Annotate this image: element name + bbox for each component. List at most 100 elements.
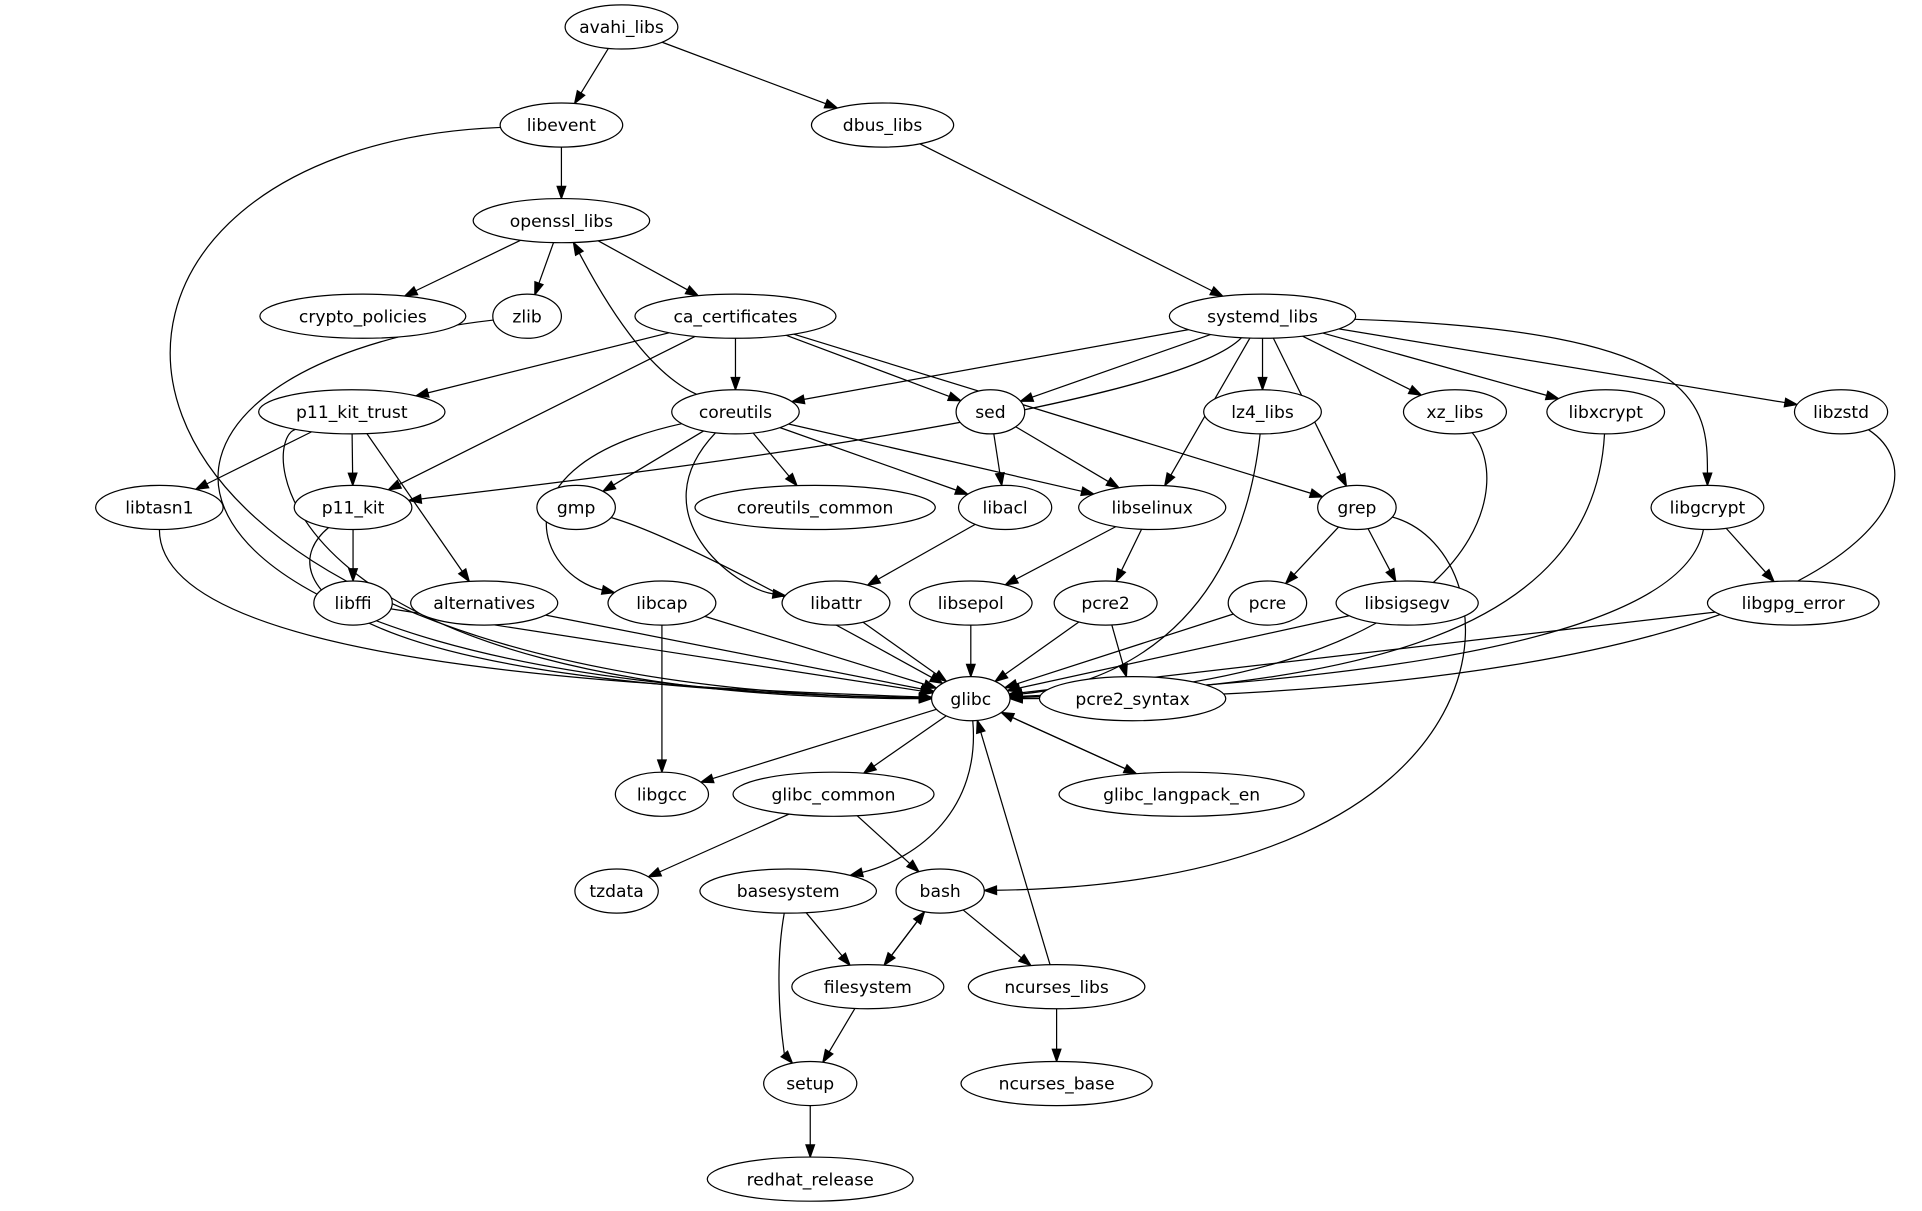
node-openssl_libs[interactable]: openssl_libs bbox=[472, 197, 651, 244]
edge-p11_kit_trust-to-p11_kit bbox=[351, 433, 354, 474]
node-label: libattr bbox=[810, 594, 862, 614]
node-pcre[interactable]: pcre bbox=[1227, 580, 1308, 626]
node-shape bbox=[607, 580, 717, 626]
edge-p11_kit_trust-to-alternatives bbox=[366, 433, 463, 572]
node-bash[interactable]: bash bbox=[895, 868, 985, 914]
node-libffi[interactable]: libffi bbox=[313, 580, 393, 626]
edge-libselinux-to-libsepol bbox=[1015, 526, 1117, 580]
node-shape bbox=[313, 580, 393, 626]
node-sed[interactable]: sed bbox=[955, 389, 1026, 435]
edge-glibc-to-glibc_common bbox=[873, 715, 947, 767]
arrowhead-icon bbox=[1051, 1048, 1062, 1064]
node-label: ncurses_libs bbox=[1004, 978, 1109, 998]
node-ca_certificates[interactable]: ca_certificates bbox=[634, 293, 837, 339]
arrowhead-icon bbox=[573, 89, 586, 106]
node-libzstd[interactable]: libzstd bbox=[1793, 389, 1889, 435]
node-coreutils[interactable]: coreutils bbox=[671, 389, 800, 435]
arrowhead-icon bbox=[965, 663, 976, 679]
node-shape bbox=[564, 4, 679, 50]
node-xz_libs[interactable]: xz_libs bbox=[1402, 389, 1508, 435]
node-coreutils_common[interactable]: coreutils_common bbox=[694, 484, 936, 531]
node-libevent[interactable]: libevent bbox=[499, 102, 624, 148]
node-libsigsegv[interactable]: libsigsegv bbox=[1335, 580, 1479, 626]
edges bbox=[158, 41, 1896, 1159]
edge-pcre2-to-glibc bbox=[1004, 621, 1080, 675]
arrowhead-icon bbox=[1761, 568, 1776, 583]
node-basesystem[interactable]: basesystem bbox=[699, 868, 878, 914]
node-libacl[interactable]: libacl bbox=[957, 484, 1053, 531]
edge-basesystem-to-filesystem bbox=[805, 912, 843, 957]
edge-openssl_libs-to-zlib bbox=[538, 242, 555, 284]
node-dbus_libs[interactable]: dbus_libs bbox=[810, 102, 955, 148]
node-libattr[interactable]: libattr bbox=[781, 580, 891, 626]
edge-coreutils-to-openssl_libs bbox=[578, 252, 697, 395]
arrowhead-icon bbox=[918, 692, 934, 703]
node-libselinux[interactable]: libselinux bbox=[1078, 484, 1227, 531]
edge-sed-to-libselinux bbox=[1015, 426, 1109, 483]
node-glibc_common[interactable]: glibc_common bbox=[732, 771, 935, 817]
node-shape bbox=[1546, 389, 1666, 435]
node-libcap[interactable]: libcap bbox=[607, 580, 717, 626]
node-shape bbox=[930, 675, 1011, 722]
edge-ca_certificates-to-grep bbox=[793, 333, 1311, 494]
node-shape bbox=[410, 580, 559, 626]
arrowhead-icon bbox=[1308, 488, 1325, 498]
node-label: libacl bbox=[983, 499, 1028, 519]
node-libsepol[interactable]: libsepol bbox=[908, 580, 1033, 626]
node-libgcrypt[interactable]: libgcrypt bbox=[1650, 484, 1765, 531]
edge-systemd_libs-to-sed bbox=[1031, 333, 1211, 398]
node-pcre2_syntax[interactable]: pcre2_syntax bbox=[1038, 675, 1227, 722]
node-label: setup bbox=[786, 1075, 834, 1095]
node-zlib[interactable]: zlib bbox=[492, 293, 563, 339]
edge-ca_certificates-to-sed bbox=[786, 334, 950, 397]
node-pcre2[interactable]: pcre2 bbox=[1053, 580, 1158, 626]
node-label: gmp bbox=[557, 499, 595, 519]
node-tzdata[interactable]: tzdata bbox=[574, 868, 659, 914]
edge-gmp-to-glibc bbox=[610, 516, 933, 679]
node-p11_kit[interactable]: p11_kit bbox=[293, 484, 413, 531]
node-glibc[interactable]: glibc bbox=[930, 675, 1011, 722]
node-shape bbox=[1317, 484, 1397, 531]
edge-coreutils-to-libacl bbox=[779, 427, 957, 491]
node-label: coreutils_common bbox=[737, 499, 893, 519]
node-label: ncurses_base bbox=[999, 1075, 1115, 1095]
node-glibc_langpack_en[interactable]: glibc_langpack_en bbox=[1058, 771, 1305, 817]
node-libtasn1[interactable]: libtasn1 bbox=[95, 484, 224, 531]
node-grep[interactable]: grep bbox=[1317, 484, 1397, 531]
node-filesystem[interactable]: filesystem bbox=[791, 964, 945, 1010]
node-systemd_libs[interactable]: systemd_libs bbox=[1168, 293, 1357, 339]
arrowhead-icon bbox=[699, 773, 715, 784]
node-alternatives[interactable]: alternatives bbox=[410, 580, 559, 626]
arrowhead-icon bbox=[837, 952, 852, 967]
edge-lz4_libs-to-glibc bbox=[1021, 433, 1261, 695]
node-ncurses_libs[interactable]: ncurses_libs bbox=[967, 964, 1146, 1010]
arrowhead-icon bbox=[1115, 567, 1127, 584]
node-setup[interactable]: setup bbox=[763, 1060, 858, 1107]
arrowhead-icon bbox=[1284, 570, 1299, 585]
node-shape bbox=[699, 868, 878, 914]
node-crypto_policies[interactable]: crypto_policies bbox=[259, 293, 467, 339]
node-p11_kit_trust[interactable]: p11_kit_trust bbox=[258, 389, 446, 435]
node-label: zlib bbox=[512, 307, 541, 327]
node-libxcrypt[interactable]: libxcrypt bbox=[1546, 389, 1666, 435]
node-avahi_libs[interactable]: avahi_libs bbox=[564, 4, 679, 50]
node-label: libtasn1 bbox=[125, 499, 193, 519]
node-libgcc[interactable]: libgcc bbox=[614, 771, 710, 817]
arrowhead-icon bbox=[730, 376, 741, 392]
node-libgpg_error[interactable]: libgpg_error bbox=[1706, 580, 1880, 626]
node-shape bbox=[1203, 389, 1322, 435]
edge-grep-to-pcre bbox=[1293, 526, 1340, 575]
node-lz4_libs[interactable]: lz4_libs bbox=[1203, 389, 1322, 435]
edge-systemd_libs-to-coreutils bbox=[803, 329, 1189, 401]
node-shape bbox=[472, 197, 651, 244]
node-redhat_release[interactable]: redhat_release bbox=[706, 1156, 914, 1202]
node-shape bbox=[791, 964, 945, 1010]
node-gmp[interactable]: gmp bbox=[536, 484, 616, 531]
arrowhead-icon bbox=[1407, 384, 1423, 396]
edge-systemd_libs-to-p11_kit bbox=[420, 337, 1242, 500]
node-ncurses_base[interactable]: ncurses_base bbox=[960, 1060, 1153, 1107]
arrowhead-icon bbox=[601, 480, 617, 493]
arrowhead-icon bbox=[347, 568, 359, 583]
node-label: libgcrypt bbox=[1670, 499, 1746, 519]
node-label: libsepol bbox=[938, 594, 1004, 614]
